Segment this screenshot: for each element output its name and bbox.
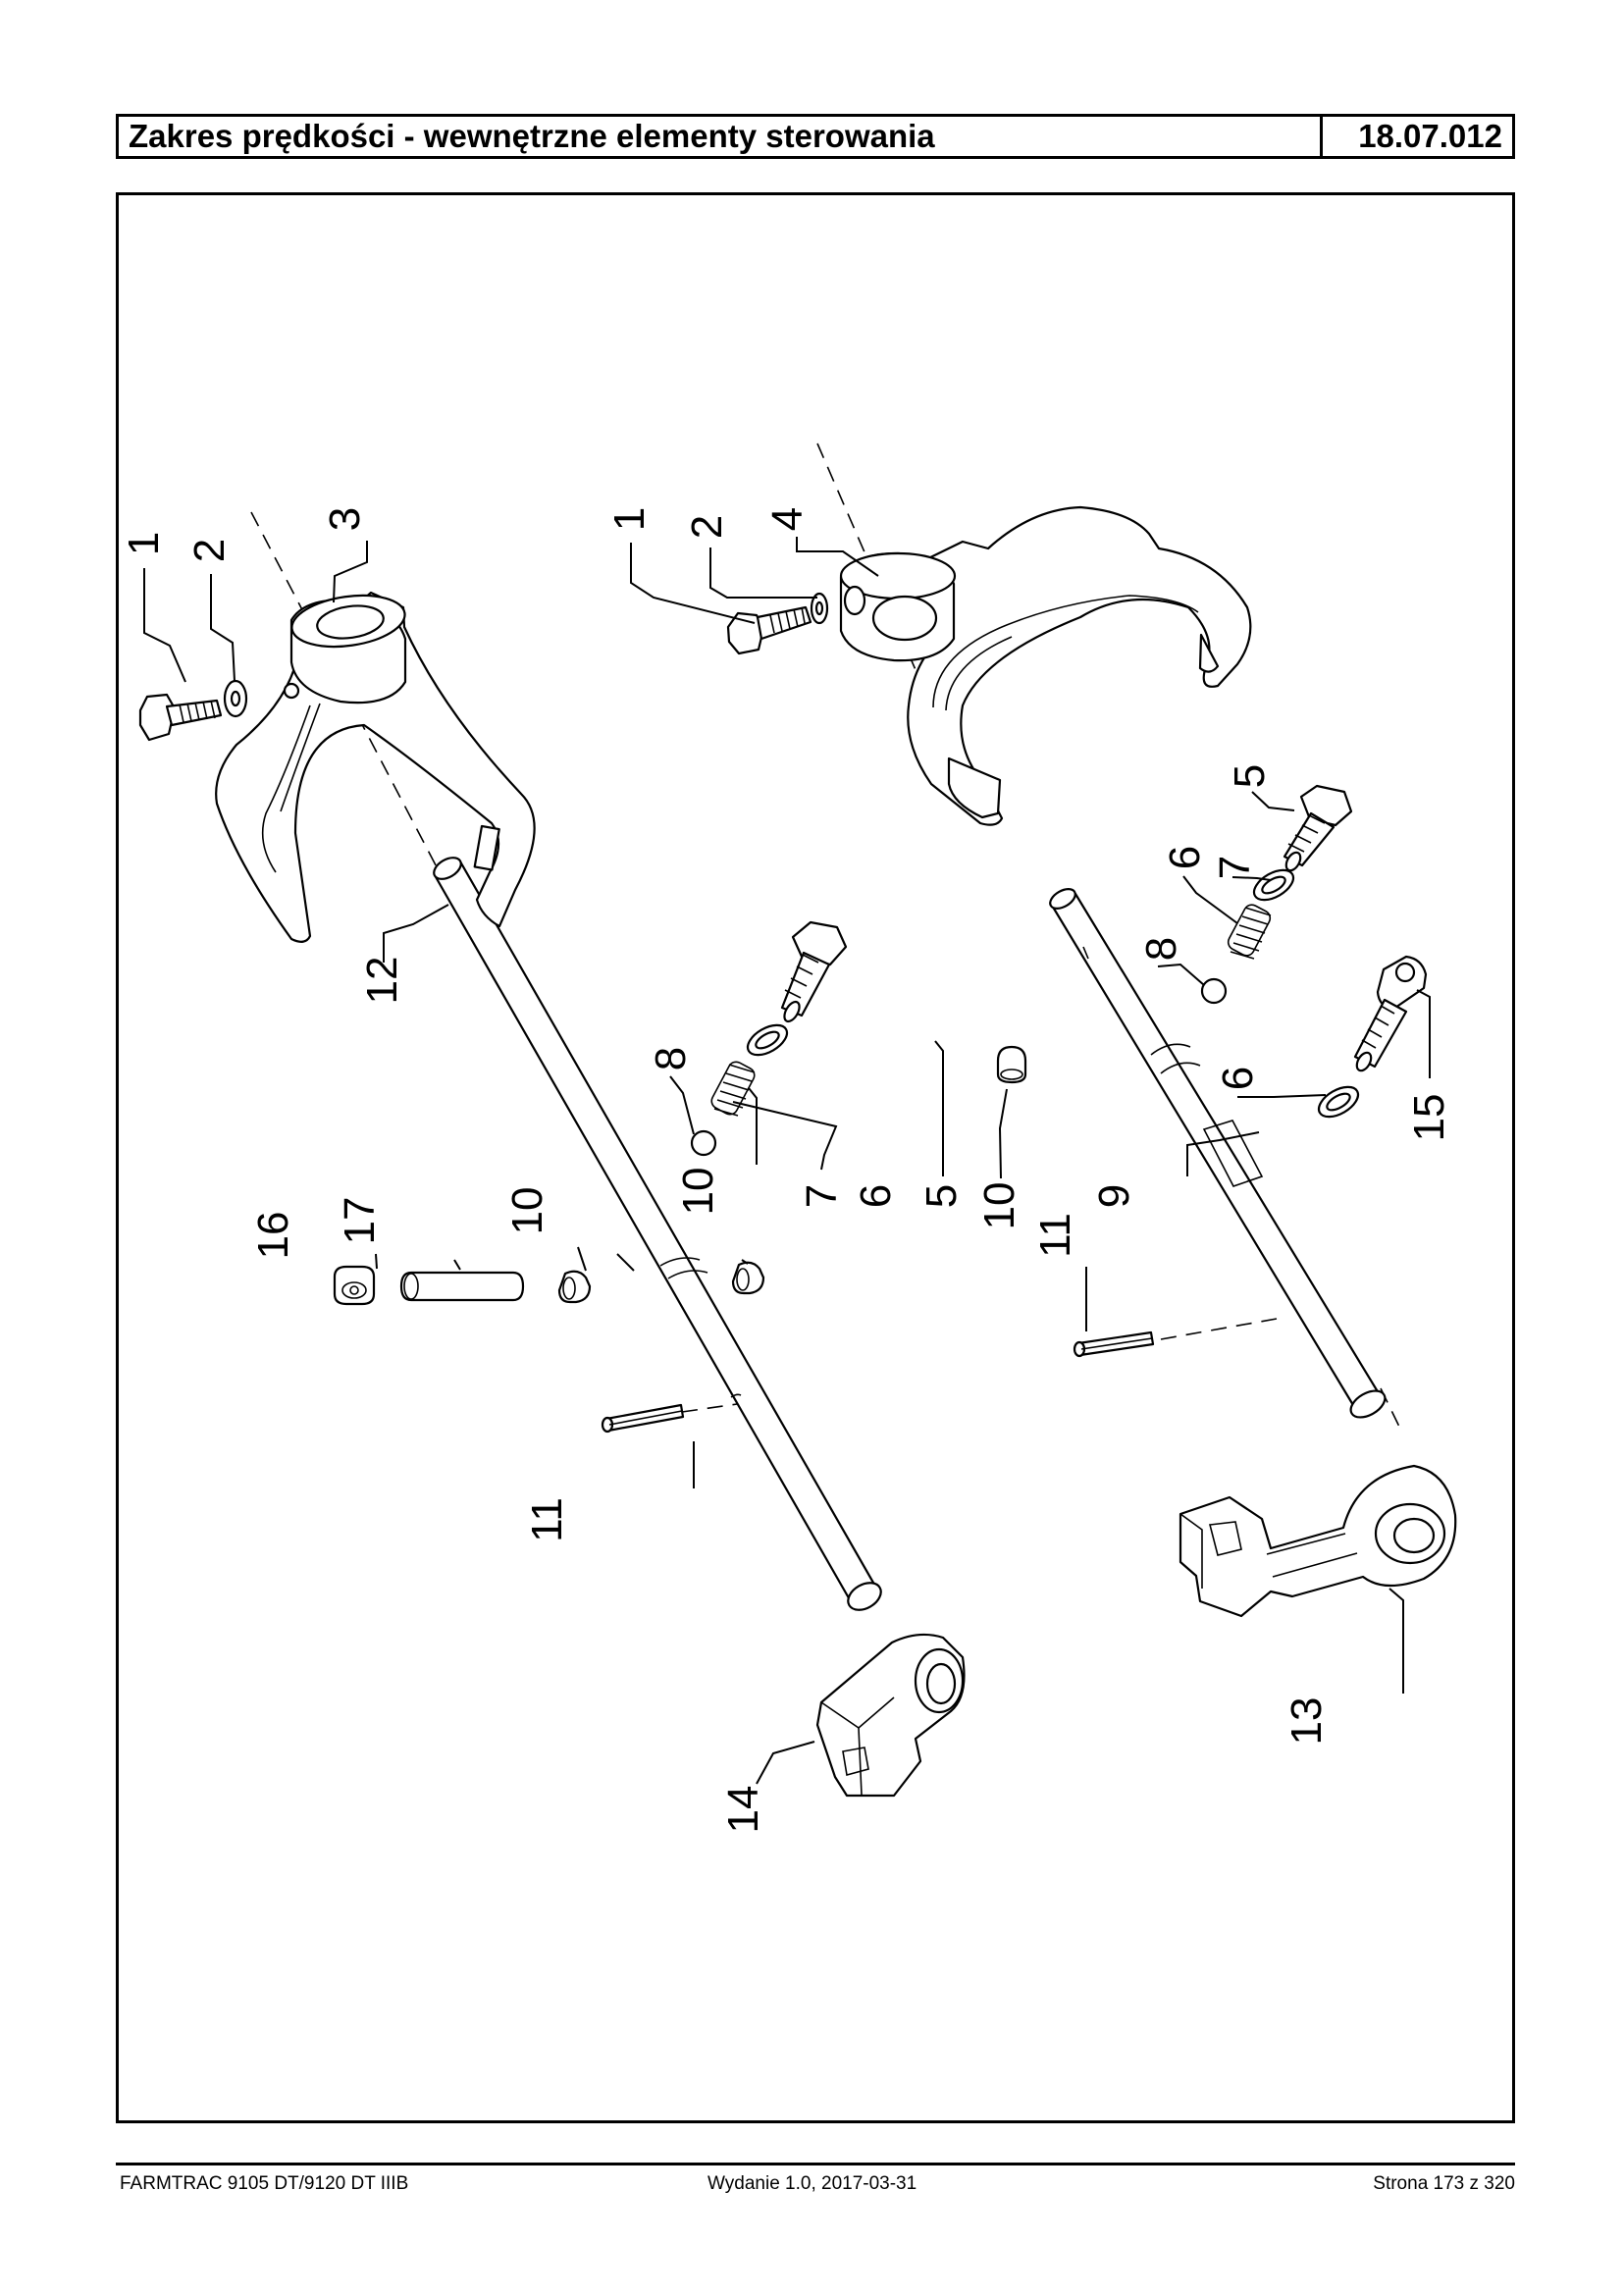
bolt-5-right	[1283, 784, 1353, 872]
callout-15: 15	[1405, 1094, 1453, 1142]
washer-6-middle	[746, 1023, 789, 1057]
callout-1-left: 1	[120, 532, 168, 555]
exploded-parts-diagram: 1 2 3 1 2 4 5 6 7 8 6 15 12 8 10 7 6 5 1…	[120, 443, 1457, 1834]
leader-lines	[143, 537, 1431, 1785]
callout-6-right-lower: 6	[1214, 1067, 1262, 1090]
callout-10-middle-right: 10	[975, 1182, 1023, 1230]
callout-9: 9	[1090, 1184, 1138, 1208]
footer-edition: Wydanie 1.0, 2017-03-31	[707, 2173, 917, 2194]
washer-6-right-upper	[1252, 868, 1295, 902]
callout-labels: 1 2 3 1 2 4 5 6 7 8 6 15 12 8 10 7 6 5 1…	[120, 507, 1453, 1834]
callout-8-middle: 8	[647, 1047, 695, 1070]
callout-6-middle: 6	[852, 1184, 900, 1208]
shift-fork-3	[215, 591, 536, 943]
callout-12: 12	[358, 957, 406, 1005]
axis-pin-right	[1160, 1318, 1278, 1340]
page-title: Zakres prędkości - wewnętrzne elementy s…	[129, 118, 935, 154]
shift-fork-4	[839, 505, 1252, 826]
callout-11-right: 11	[1031, 1213, 1079, 1258]
selector-arm-13	[1179, 1464, 1457, 1618]
spring-7-right	[1227, 904, 1272, 960]
callout-4: 4	[763, 507, 812, 531]
spring-7-middle	[710, 1061, 756, 1117]
shaft-9	[1049, 888, 1387, 1419]
callout-5-right: 5	[1226, 764, 1274, 788]
diagram-frame: 1 2 3 1 2 4 5 6 7 8 6 15 12 8 10 7 6 5 1…	[116, 192, 1515, 2123]
callout-13: 13	[1283, 1697, 1331, 1746]
roll-pin-11-left	[601, 1403, 685, 1434]
ball-8-right	[1200, 977, 1228, 1005]
bolt-1-right	[726, 605, 812, 655]
callout-2-right: 2	[683, 515, 731, 539]
callout-1-right: 1	[605, 507, 654, 531]
footer-page-number: Strona 173 z 320	[1373, 2173, 1515, 2194]
callout-6-right-upper: 6	[1161, 846, 1209, 869]
washer-2-left	[223, 679, 248, 718]
callout-14: 14	[719, 1786, 767, 1834]
washer-2-right	[810, 592, 829, 625]
plug-10-center	[731, 1261, 765, 1295]
axis-pin-left	[681, 1403, 738, 1413]
callout-3: 3	[321, 507, 369, 531]
washer-6-right-lower	[1317, 1085, 1360, 1119]
selector-arm-14	[815, 1633, 966, 1798]
nut-16	[333, 1265, 376, 1306]
callout-11-left: 11	[523, 1497, 571, 1542]
plug-10-middle	[996, 1045, 1027, 1084]
bolt-15	[1353, 955, 1428, 1072]
callout-17: 17	[336, 1197, 384, 1245]
footer-model: FARMTRAC 9105 DT/9120 DT IIIB	[120, 2173, 409, 2194]
bolt-1-left	[138, 693, 223, 742]
ball-8-middle	[690, 1129, 717, 1157]
callout-16: 16	[249, 1212, 297, 1260]
header-bar: Zakres prędkości - wewnętrzne elementy s…	[116, 114, 1515, 159]
section-code: 18.07.012	[1320, 117, 1512, 156]
shaft-12	[433, 857, 882, 1611]
callout-10-left: 10	[503, 1187, 551, 1235]
callout-7-right: 7	[1211, 856, 1259, 879]
plug-10-left	[557, 1270, 592, 1304]
callout-5-middle: 5	[917, 1184, 966, 1208]
roll-pin-11-right	[1073, 1330, 1155, 1358]
callout-10-middle-left: 10	[674, 1168, 722, 1216]
bolt-5-middle	[780, 920, 848, 1023]
footer-divider	[116, 2163, 1515, 2165]
callout-2-left: 2	[185, 539, 234, 562]
pin-17	[399, 1271, 525, 1302]
callout-8-right: 8	[1137, 937, 1185, 961]
callout-7-middle: 7	[798, 1184, 846, 1208]
